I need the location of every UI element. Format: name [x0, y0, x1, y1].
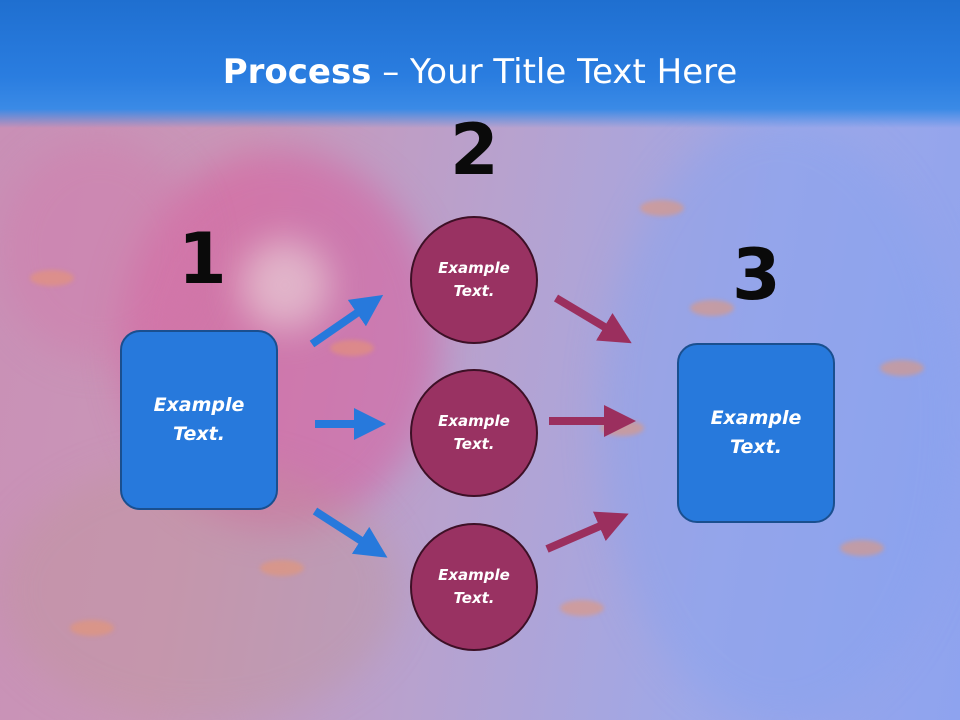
circle-3-line1: Example	[438, 566, 510, 584]
circle-1-line2: Text.	[453, 282, 495, 300]
process-circle-3: Example Text.	[410, 523, 538, 651]
circle-2-line1: Example	[438, 412, 510, 430]
process-circle-2: Example Text.	[410, 369, 538, 497]
arrow-from-circle-3	[545, 511, 629, 553]
left-box-line1: Example	[153, 394, 245, 416]
right-step-box: Example Text.	[677, 343, 835, 523]
left-step-box: Example Text.	[120, 330, 278, 510]
arrow-from-circle-1	[553, 294, 632, 344]
title-rest: – Your Title Text Here	[371, 52, 738, 92]
title-bold: Process	[222, 52, 372, 92]
step-number-2: 2	[450, 109, 499, 191]
right-box-line1: Example	[710, 407, 802, 429]
circle-1-line1: Example	[438, 259, 510, 277]
step-number-1: 1	[178, 218, 227, 300]
step-number-3: 3	[732, 234, 781, 316]
page-title: Process – Your Title Text Here	[0, 52, 960, 92]
process-circle-1: Example Text.	[410, 216, 538, 344]
title-banner	[0, 0, 960, 128]
circle-3-line2: Text.	[453, 589, 495, 607]
arrow-to-circle-3	[312, 507, 388, 558]
right-box-line2: Text.	[730, 436, 782, 458]
arrow-to-circle-1	[309, 294, 384, 348]
circle-2-line2: Text.	[453, 435, 495, 453]
left-box-line2: Text.	[173, 423, 225, 445]
